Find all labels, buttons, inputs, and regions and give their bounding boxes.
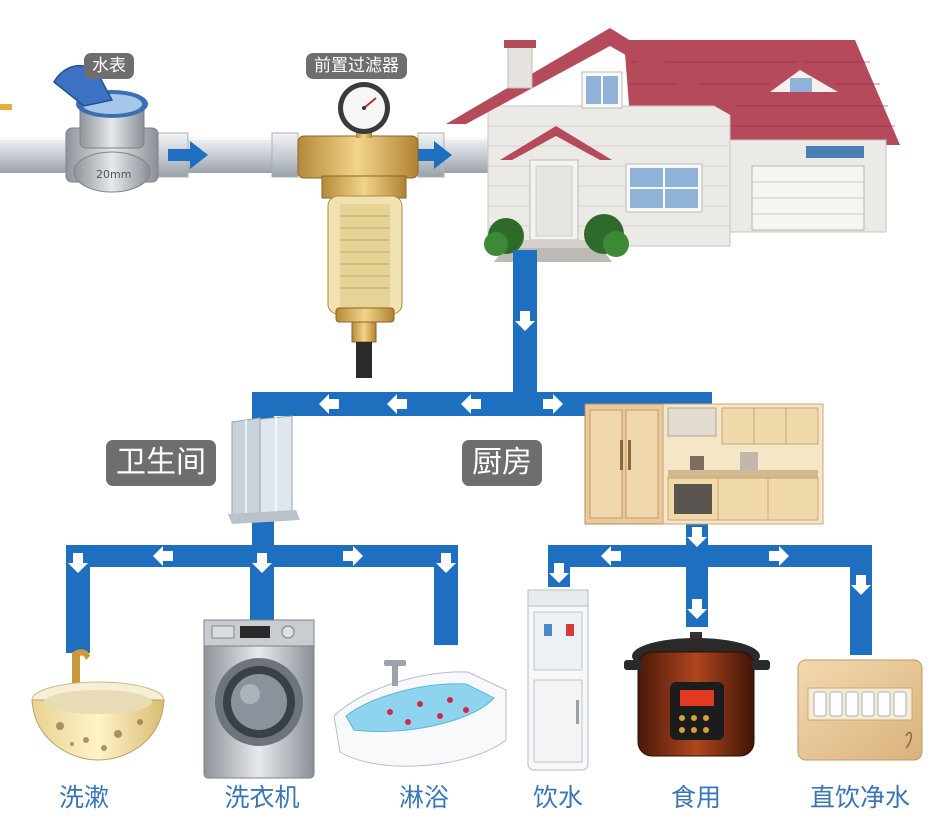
pre-filter-icon [297, 82, 419, 378]
shower-label: 淋浴 [398, 783, 450, 812]
basin-icon [31, 649, 165, 761]
drink-label: 饮水 [532, 783, 584, 812]
washing-machine-icon [203, 619, 315, 779]
pre-filter-tag: 前置过滤器 [306, 53, 407, 79]
bathtub-icon [333, 660, 507, 767]
washer-label: 洗衣机 [224, 783, 300, 812]
inlet-flow-arrow [168, 141, 208, 169]
svg-text:20mm: 20mm [96, 168, 131, 181]
water-meter-tag: 水表 [84, 53, 134, 79]
inlet-flow-arrow [412, 141, 452, 169]
water-purifier-icon [797, 659, 923, 761]
purifier-label: 直饮净水 [809, 783, 911, 812]
pressure-cooker-icon [624, 632, 770, 757]
cooking-label: 食用 [670, 783, 722, 812]
kitchen-tag: 厨房 [462, 440, 542, 486]
house-icon [446, 28, 900, 262]
water-dispenser-icon [527, 589, 589, 771]
shower-enclosure-icon [228, 415, 300, 524]
kitchen-cabinet-icon [584, 403, 824, 525]
wash-label: 洗漱 [58, 783, 110, 812]
water-meter-icon: 20mm [53, 64, 159, 193]
bathroom-tag: 卫生间 [106, 440, 216, 486]
